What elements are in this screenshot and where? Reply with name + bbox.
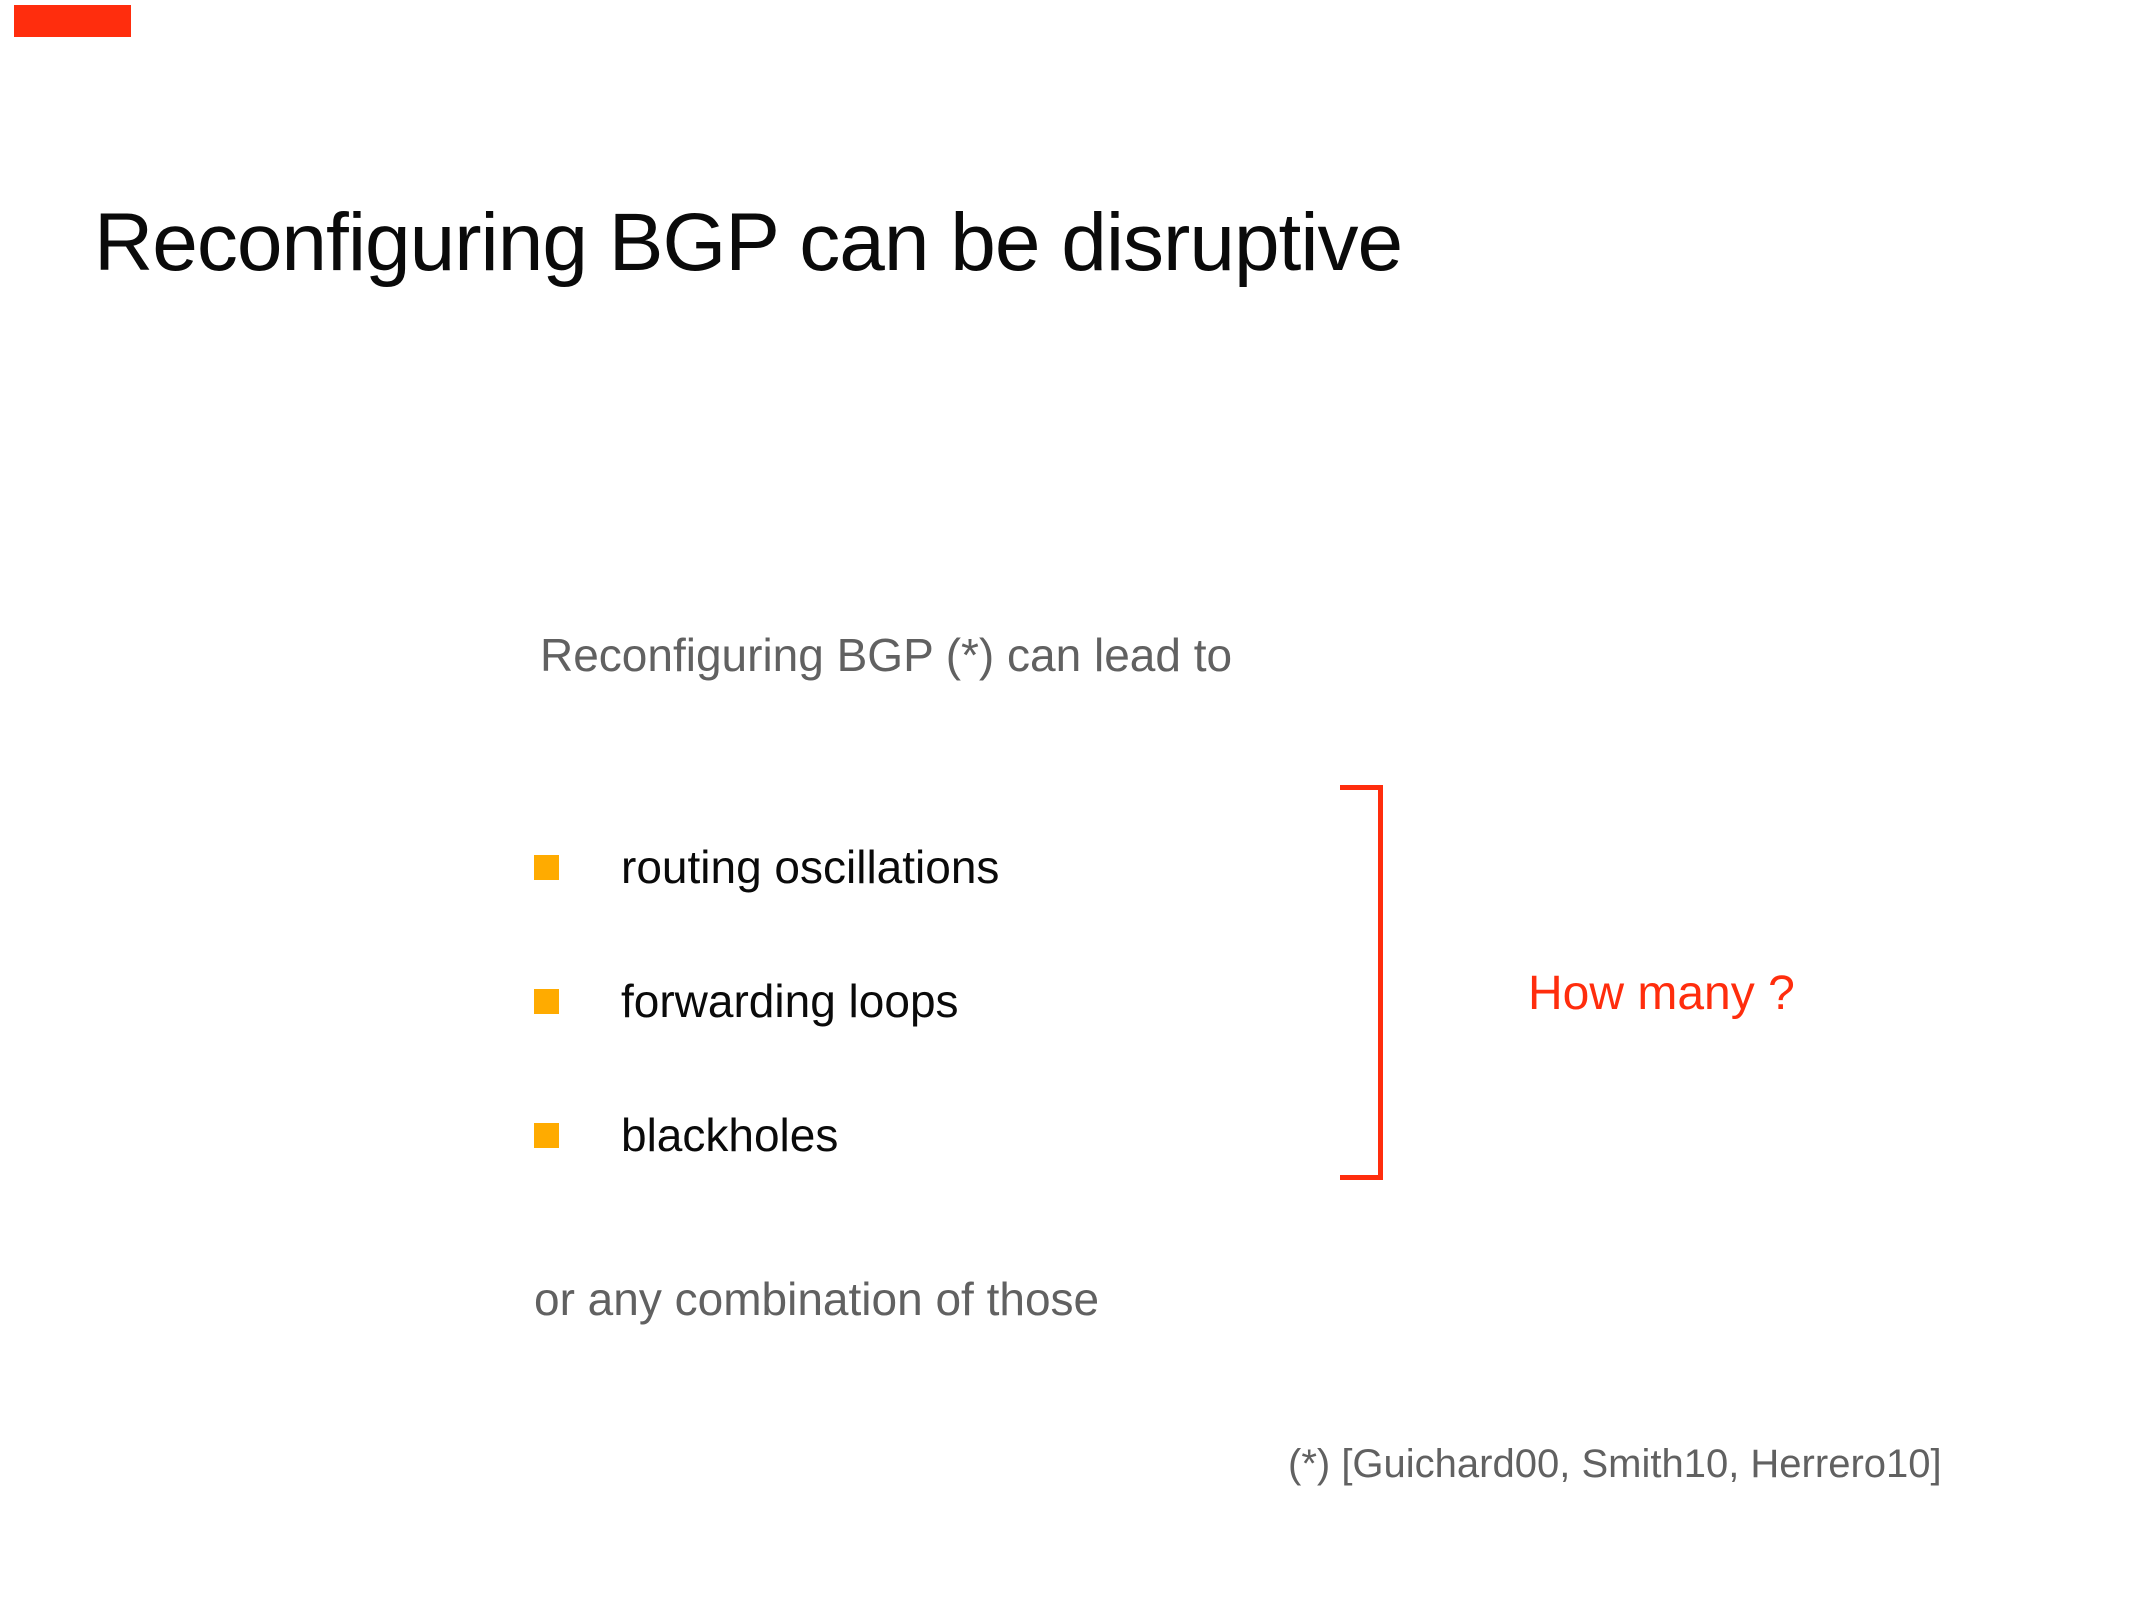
combination-text: or any combination of those — [534, 1273, 1100, 1325]
bullet-item: forwarding loops — [534, 972, 959, 1030]
bullet-item: routing oscillations — [534, 838, 999, 896]
bullet-label: forwarding loops — [621, 975, 959, 1027]
bullet-square-icon — [534, 988, 559, 1014]
lead-text: Reconfiguring BGP (*) can lead to — [540, 629, 1233, 681]
bullet-item: blackholes — [534, 1106, 838, 1164]
bullet-square-icon — [534, 854, 559, 880]
right-bracket-shape — [1340, 785, 1383, 1180]
footnote-citation: (*) [Guichard00, Smith10, Herrero10] — [1288, 1442, 1942, 1486]
bullet-square-icon — [534, 1122, 559, 1148]
annotation-how-many: How many ? — [1528, 967, 1795, 1020]
slide-progress-bar-icon — [14, 5, 131, 37]
bullet-label: blackholes — [621, 1109, 839, 1161]
bullet-label: routing oscillations — [621, 841, 1000, 893]
slide-title: Reconfiguring BGP can be disruptive — [94, 197, 1403, 288]
